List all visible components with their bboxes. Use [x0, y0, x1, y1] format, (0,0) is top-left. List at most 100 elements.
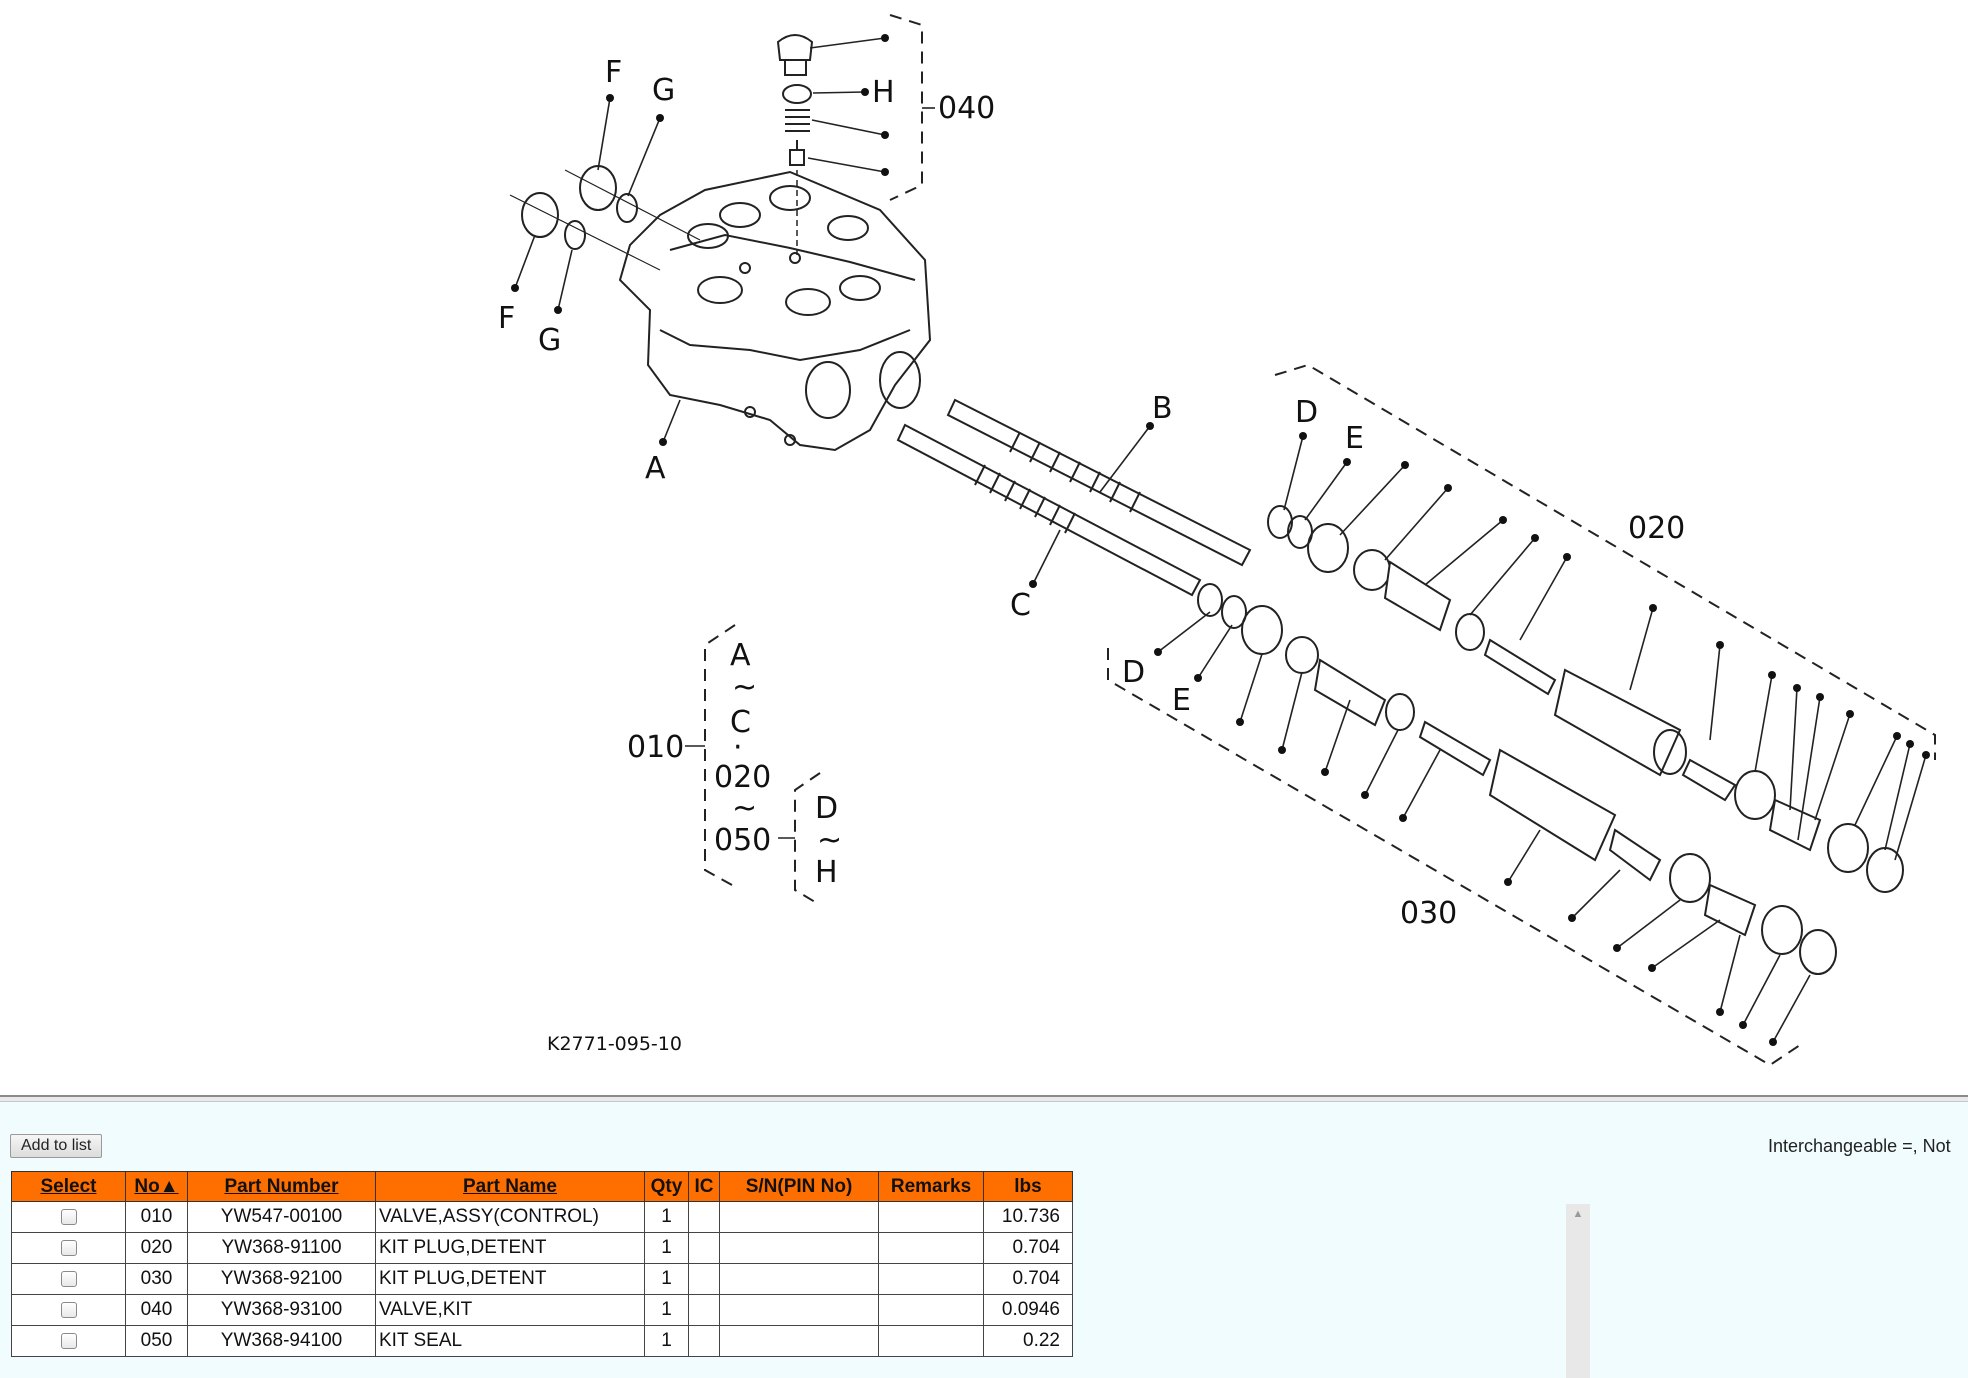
scroll-up-arrow-icon[interactable]: ▲ — [1572, 1208, 1584, 1220]
row-select-cell — [11, 1201, 126, 1233]
callout-b: B — [1152, 391, 1173, 426]
row-part-number: YW368-91100 — [187, 1232, 376, 1264]
callout-e-lower: E — [1172, 683, 1191, 718]
row-ic — [688, 1294, 720, 1326]
row-sn — [719, 1201, 879, 1233]
row-no: 020 — [125, 1232, 188, 1264]
drawing-code: K2771-095-10 — [547, 1033, 682, 1055]
header-no[interactable]: No▲ — [125, 1171, 188, 1202]
header-lbs: lbs — [983, 1171, 1073, 1202]
row-lbs: 0.22 — [983, 1325, 1073, 1357]
row-remarks — [878, 1201, 984, 1233]
key-c: C — [730, 705, 751, 740]
row-part-name: VALVE,ASSY(CONTROL) — [375, 1201, 645, 1233]
row-remarks — [878, 1325, 984, 1357]
row-qty: 1 — [644, 1294, 689, 1326]
row-select-cell — [11, 1294, 126, 1326]
callout-030: 030 — [1400, 896, 1457, 931]
row-part-number: YW368-92100 — [187, 1263, 376, 1295]
callout-d-lower: D — [1122, 655, 1145, 690]
callout-g-top: G — [652, 73, 675, 108]
row-sn — [719, 1294, 879, 1326]
callout-a: A — [645, 451, 666, 486]
exploded-parts-diagram: F G F G H 040 A B C D E 020 D E 030 010 … — [498, 14, 1936, 1067]
key-d: D — [815, 791, 838, 826]
callout-f-bottom: F — [498, 301, 515, 336]
callout-e-upper: E — [1345, 421, 1364, 456]
table-row: 030 YW368-92100 KIT PLUG,DETENT 1 0.704 — [11, 1263, 1073, 1295]
header-part-number[interactable]: Part Number — [187, 1171, 376, 1202]
key-dot: · — [733, 730, 743, 765]
parts-diagram-pane: F G F G H 040 A B C D E 020 D E 030 010 … — [498, 14, 1936, 1067]
table-row: 040 YW368-93100 VALVE,KIT 1 0.0946 — [11, 1294, 1073, 1326]
key-050: 050 — [714, 823, 771, 858]
header-qty: Qty — [644, 1171, 689, 1202]
row-sn — [719, 1263, 879, 1295]
row-qty: 1 — [644, 1263, 689, 1295]
row-part-number: YW547-00100 — [187, 1201, 376, 1233]
checkbox-icon[interactable] — [60, 1332, 77, 1349]
row-remarks — [878, 1294, 984, 1326]
callout-d-upper: D — [1295, 395, 1318, 430]
row-part-name: KIT PLUG,DETENT — [375, 1232, 645, 1264]
callout-f-top: F — [605, 55, 622, 90]
row-select-cell — [11, 1325, 126, 1357]
row-part-name: VALVE,KIT — [375, 1294, 645, 1326]
row-lbs: 10.736 — [983, 1201, 1073, 1233]
row-lbs: 0.704 — [983, 1232, 1073, 1264]
callout-g-bottom: G — [538, 323, 561, 358]
key-tilde-2: ~ — [732, 791, 757, 826]
key-a: A — [730, 638, 751, 673]
row-ic — [688, 1232, 720, 1264]
row-no: 010 — [125, 1201, 188, 1233]
header-select[interactable]: Select — [11, 1171, 126, 1202]
row-part-number: YW368-93100 — [187, 1294, 376, 1326]
row-select-cell — [11, 1232, 126, 1264]
header-part-name[interactable]: Part Name — [375, 1171, 645, 1202]
table-row: 050 YW368-94100 KIT SEAL 1 0.22 — [11, 1325, 1073, 1357]
parts-table: Select No▲ Part Number Part Name Qty IC … — [11, 1171, 1073, 1357]
callout-h: H — [872, 75, 895, 110]
row-sn — [719, 1325, 879, 1357]
key-tilde-3: ~ — [817, 823, 842, 858]
interchangeable-legend: Interchangeable =, Not — [1768, 1136, 1951, 1156]
row-ic — [688, 1201, 720, 1233]
row-no: 040 — [125, 1294, 188, 1326]
row-part-name: KIT PLUG,DETENT — [375, 1263, 645, 1295]
checkbox-icon[interactable] — [60, 1301, 77, 1318]
key-020: 020 — [714, 760, 771, 795]
table-row: 020 YW368-91100 KIT PLUG,DETENT 1 0.704 — [11, 1232, 1073, 1264]
row-part-name: KIT SEAL — [375, 1325, 645, 1357]
row-select-cell — [11, 1263, 126, 1295]
row-qty: 1 — [644, 1325, 689, 1357]
key-h: H — [815, 855, 838, 890]
checkbox-icon[interactable] — [60, 1270, 77, 1287]
header-ic: IC — [688, 1171, 720, 1202]
row-lbs: 0.0946 — [983, 1294, 1073, 1326]
table-row: 010 YW547-00100 VALVE,ASSY(CONTROL) 1 10… — [11, 1201, 1073, 1233]
row-lbs: 0.704 — [983, 1263, 1073, 1295]
row-ic — [688, 1263, 720, 1295]
parts-list-pane: Add to list Interchangeable =, Not Selec… — [0, 1102, 1968, 1378]
row-ic — [688, 1325, 720, 1357]
table-header-row: Select No▲ Part Number Part Name Qty IC … — [11, 1171, 1073, 1202]
checkbox-icon[interactable] — [60, 1208, 77, 1225]
row-remarks — [878, 1232, 984, 1264]
row-qty: 1 — [644, 1201, 689, 1233]
row-no: 050 — [125, 1325, 188, 1357]
row-remarks — [878, 1263, 984, 1295]
add-to-list-button[interactable]: Add to list — [10, 1134, 103, 1158]
row-sn — [719, 1232, 879, 1264]
callout-010: 010 — [627, 730, 684, 765]
callout-020: 020 — [1628, 511, 1685, 546]
header-sn: S/N(PIN No) — [719, 1171, 879, 1202]
header-remarks: Remarks — [878, 1171, 984, 1202]
key-tilde-1: ~ — [732, 670, 757, 705]
vertical-scrollbar[interactable]: ▲ — [1566, 1204, 1590, 1378]
row-part-number: YW368-94100 — [187, 1325, 376, 1357]
pane-splitter[interactable] — [0, 1095, 1968, 1102]
row-no: 030 — [125, 1263, 188, 1295]
row-qty: 1 — [644, 1232, 689, 1264]
callout-040: 040 — [938, 91, 995, 126]
checkbox-icon[interactable] — [60, 1239, 77, 1256]
